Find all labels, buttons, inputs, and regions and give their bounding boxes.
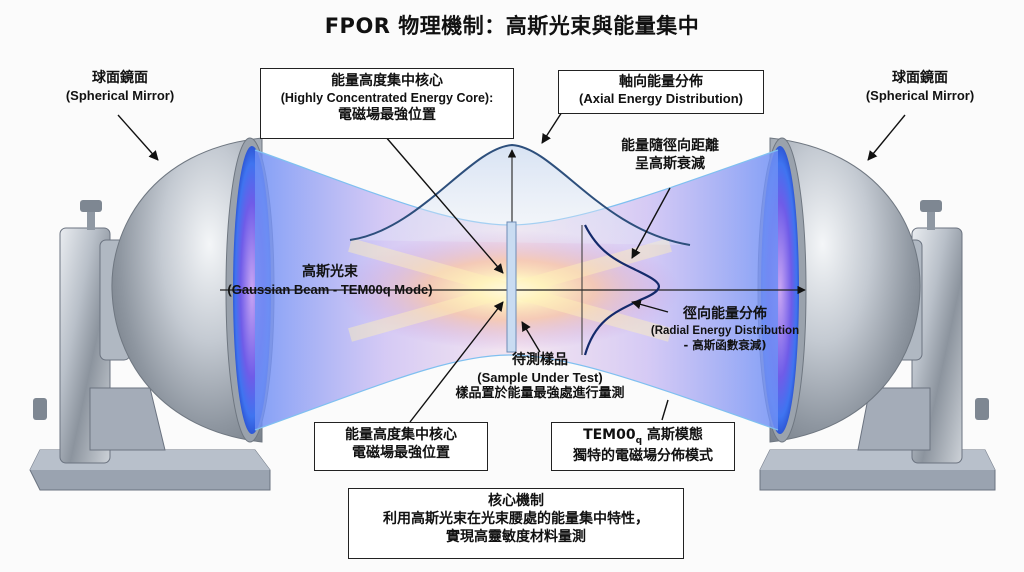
label-right-mirror-zh: 球面鏡面 <box>892 70 948 86</box>
label-gaussian-beam: 高斯光束 (Gaussian Beam - TEM00q Mode) <box>215 264 445 298</box>
axial-zh: 軸向能量分佈 <box>619 74 703 90</box>
core-top-zh2: 電磁場最強位置 <box>338 107 436 124</box>
tem-mode-prefix: TEM00 <box>583 427 636 443</box>
label-sample: 待測樣品 (Sample Under Test) 樣品置於能量最強處進行量測 <box>430 352 650 402</box>
label-radial-distribution: 徑向能量分佈 (Radial Energy Distribution - 高斯函… <box>640 306 810 352</box>
label-left-mirror: 球面鏡面 (Spherical Mirror) <box>40 70 200 104</box>
sample-zh: 待測樣品 <box>512 352 568 368</box>
radial-en: (Radial Energy Distribution <box>650 324 800 337</box>
mechanism-line3: 實現高靈敏度材料量測 <box>446 529 586 546</box>
box-tem-mode: TEM00q 高斯模態 獨特的電磁場分佈模式 <box>551 422 735 471</box>
box-energy-core-bottom: 能量高度集中核心 電磁場最強位置 <box>314 422 488 471</box>
axial-gaussian-curve <box>349 143 691 246</box>
radial-zh: 徑向能量分佈 <box>683 306 767 322</box>
radial-decay-line1: 能量隨徑向距離 <box>621 138 719 154</box>
label-radial-decay: 能量隨徑向距離 呈高斯衰減 <box>600 138 740 173</box>
sample-zh2: 樣品置於能量最強處進行量測 <box>455 385 625 401</box>
label-right-mirror-en: (Spherical Mirror) <box>865 87 975 103</box>
pointer-arrows <box>117 111 906 423</box>
beam-zh: 高斯光束 <box>302 264 358 280</box>
core-top-en: (Highly Concentrated Energy Core): <box>280 91 494 106</box>
beam-lower-edge <box>254 354 779 431</box>
radial-gaussian-curve <box>583 224 661 356</box>
label-right-mirror: 球面鏡面 (Spherical Mirror) <box>835 70 1005 104</box>
sample-en: (Sample Under Test) <box>477 369 603 385</box>
tem-mode-line1: TEM00q 高斯模態 <box>552 426 734 447</box>
label-left-mirror-zh: 球面鏡面 <box>92 70 148 86</box>
radial-en2: - 高斯函數衰減) <box>683 337 767 352</box>
core-bottom-line1: 能量高度集中核心 <box>345 427 457 443</box>
beam-en: (Gaussian Beam - TEM00q Mode) <box>227 281 433 297</box>
axial-en: (Axial Energy Distribution) <box>579 91 743 107</box>
mechanism-line1: 核心機制 <box>488 493 544 509</box>
tem-mode-line2: 獨特的電磁場分佈模式 <box>573 448 713 465</box>
box-axial-distribution: 軸向能量分佈 (Axial Energy Distribution) <box>558 70 764 114</box>
label-left-mirror-en: (Spherical Mirror) <box>65 87 175 103</box>
mechanism-line2: 利用高斯光束在光束腰處的能量集中特性， <box>383 511 649 528</box>
core-top-zh: 能量高度集中核心 <box>331 73 443 89</box>
diagram-title: FPOR 物理機制：高斯光束與能量集中 <box>324 14 700 38</box>
box-core-mechanism: 核心機制 利用高斯光束在光束腰處的能量集中特性， 實現高靈敏度材料量測 <box>348 488 684 559</box>
core-bottom-line2: 電磁場最強位置 <box>352 445 450 462</box>
tem-mode-suffix: 高斯模態 <box>642 427 703 443</box>
box-energy-core-top: 能量高度集中核心 (Highly Concentrated Energy Cor… <box>260 68 514 139</box>
tem-mode-sub: q <box>635 435 643 446</box>
radial-decay-line2: 呈高斯衰減 <box>635 155 705 172</box>
sample-under-test <box>506 221 517 353</box>
